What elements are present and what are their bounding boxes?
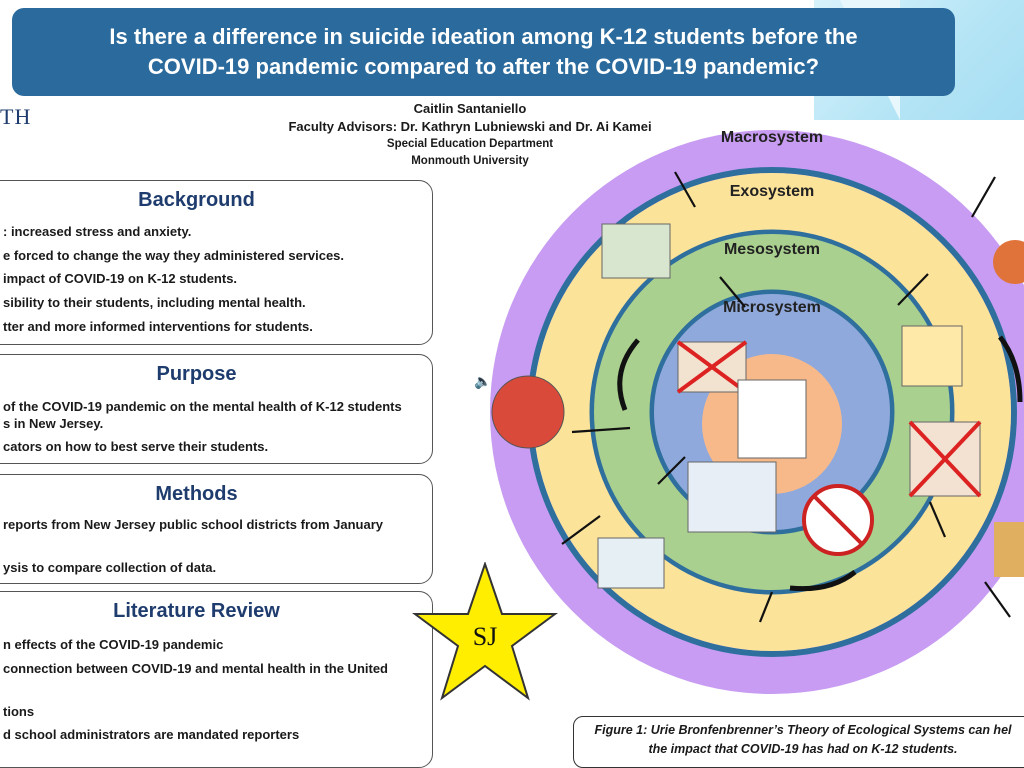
- classroom-image: [601, 223, 671, 279]
- author-name: Caitlin Santaniello: [413, 101, 527, 116]
- double-arrow-icon: [897, 273, 929, 306]
- double-arrow-icon: [758, 591, 774, 623]
- star-initials: SJ: [473, 622, 498, 651]
- background-line: sibility to their students, including me…: [3, 295, 306, 310]
- caption-line-2: the impact that COVID-19 has had on K-12…: [648, 742, 958, 756]
- network-icon: [993, 240, 1024, 284]
- literature-line: n effects of the COVID-19 pandemic: [3, 637, 224, 652]
- health-services-image: [687, 461, 777, 533]
- double-arrow-icon: [674, 171, 696, 208]
- literature-line: d school administrators are mandated rep…: [3, 727, 300, 742]
- double-arrow-icon: [561, 515, 601, 545]
- title-line-1: Is there a difference in suicide ideatio…: [109, 24, 858, 49]
- background-line: tter and more informed interventions for…: [3, 319, 313, 334]
- department: Special Education Department: [386, 138, 554, 150]
- figure-caption: Figure 1: Urie Bronfenbrenner’s Theory o…: [573, 716, 1024, 768]
- literature-line: tions: [3, 704, 35, 719]
- background-line: e forced to change the way they administ…: [3, 248, 345, 263]
- macrosystem-label: Macrosystem: [721, 129, 823, 146]
- microsystem-label: Microsystem: [723, 299, 821, 316]
- cycle-arrows: [617, 335, 1023, 592]
- children-crossed-icon: [901, 325, 963, 387]
- methods-panel: Methods reports from New Jersey public s…: [0, 474, 433, 584]
- community-image: [994, 522, 1024, 577]
- student-with-mask-image: [737, 379, 807, 459]
- methods-heading: Methods: [155, 483, 238, 505]
- university-logo-fragment: TH: [0, 104, 32, 129]
- diagram-arrows: [561, 171, 1011, 623]
- university: Monmouth University: [411, 155, 529, 167]
- star-badge: SJ: [412, 562, 558, 701]
- curved-arrow-icon: [617, 338, 640, 411]
- double-arrow-icon: [719, 276, 746, 308]
- literature-review-panel: Literature Review n effects of the COVID…: [0, 591, 433, 768]
- purpose-panel: Purpose of the COVID-19 pandemic on the …: [0, 354, 433, 464]
- author-block: Caitlin Santaniello Faculty Advisors: Dr…: [270, 100, 670, 170]
- title-banner: Is there a difference in suicide ideatio…: [12, 8, 955, 96]
- ecological-systems-diagram: Macrosystem Exosystem Mesosystem Microsy…: [490, 129, 1024, 694]
- faculty-advisors: Faculty Advisors: Dr. Kathryn Lubniewski…: [288, 119, 652, 134]
- remote-work-image: [597, 537, 665, 589]
- title-line-2: COVID-19 pandemic compared to after the …: [147, 54, 820, 79]
- background-line: impact of COVID-19 on K-12 students.: [3, 271, 238, 286]
- caption-line-1: Figure 1: Urie Bronfenbrenner’s Theory o…: [594, 723, 1012, 737]
- literature-heading: Literature Review: [113, 600, 280, 622]
- purpose-heading: Purpose: [156, 363, 237, 385]
- literature-line: connection between COVID-19 and mental h…: [3, 661, 388, 676]
- speaker-icon[interactable]: 🔈: [474, 373, 492, 389]
- background-line: : increased stress and anxiety.: [3, 224, 192, 239]
- purpose-line: s in New Jersey.: [3, 416, 104, 431]
- double-arrow-icon: [571, 426, 631, 434]
- purpose-line: cators on how to best serve their studen…: [3, 439, 269, 454]
- background-heading: Background: [138, 189, 255, 211]
- methods-line: ysis to compare collection of data.: [3, 560, 217, 575]
- double-arrow-icon: [984, 581, 1011, 618]
- background-panel: Background : increased stress and anxiet…: [0, 180, 433, 345]
- double-arrow-icon: [971, 176, 996, 218]
- double-arrow-icon: [928, 501, 947, 538]
- methods-line: reports from New Jersey public school di…: [3, 517, 384, 532]
- double-arrow-icon: [657, 456, 686, 485]
- star-icon: [412, 562, 558, 701]
- curved-arrow-icon: [789, 570, 857, 592]
- globe-flags-icon: [491, 375, 565, 449]
- purpose-line: of the COVID-19 pandemic on the mental h…: [3, 399, 402, 414]
- exosystem-label: Exosystem: [730, 183, 815, 200]
- mesosystem-label: Mesosystem: [724, 241, 820, 258]
- curved-arrow-icon: [998, 335, 1023, 403]
